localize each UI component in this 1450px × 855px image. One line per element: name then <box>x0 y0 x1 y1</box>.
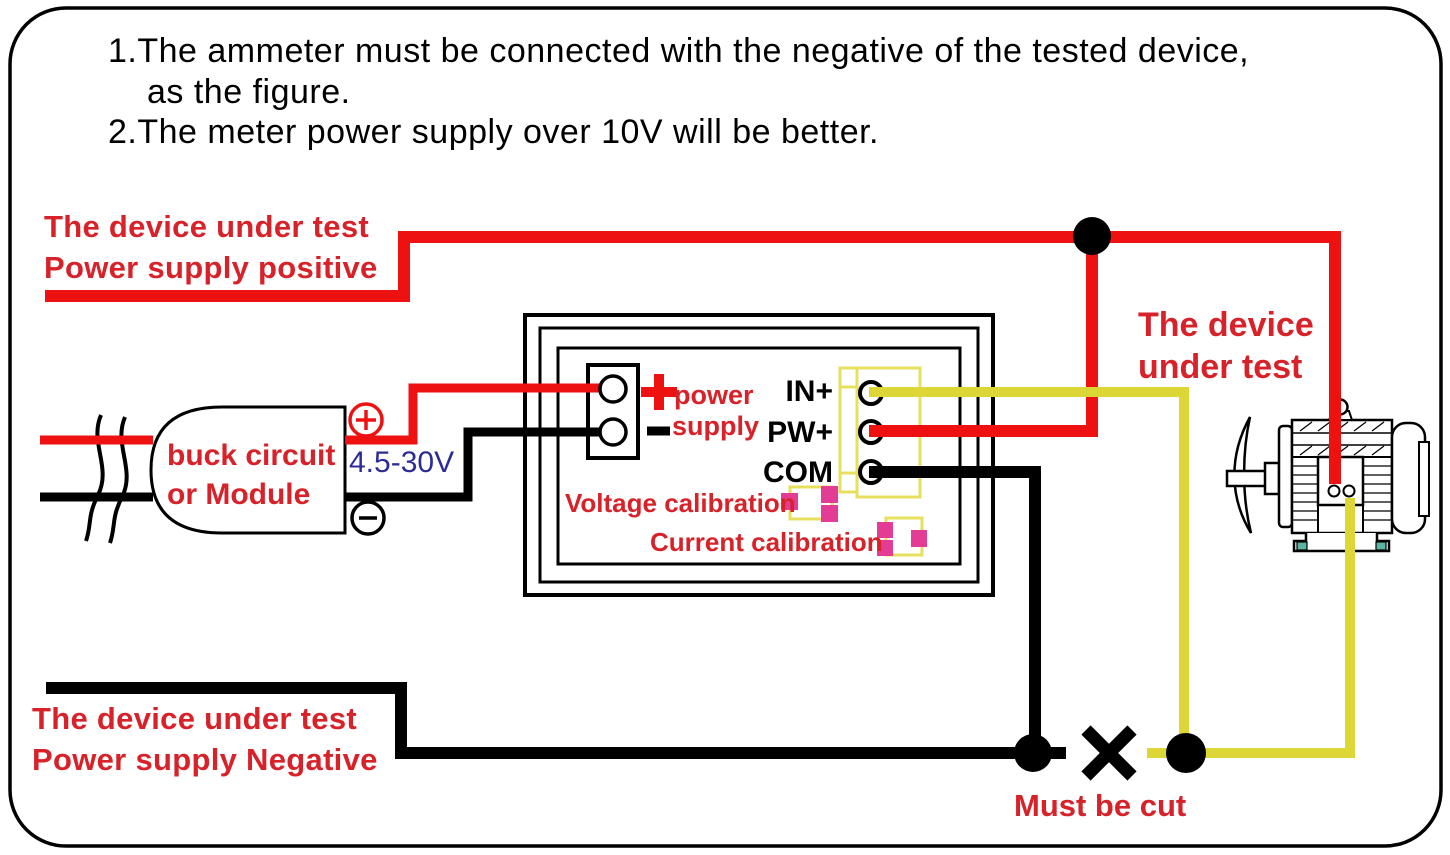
motor-foot-pad <box>1296 541 1308 551</box>
label-current-calibration: Current calibration <box>650 527 883 557</box>
wire-black-com <box>869 466 1041 753</box>
label-device-line2: under test <box>1138 348 1303 386</box>
label-device-line1: The device <box>1138 306 1314 344</box>
junction-dot <box>1014 734 1052 772</box>
instruction-line-1: 1.The ammeter must be connected with the… <box>108 32 1250 70</box>
label-top-left-line2: Power supply positive <box>44 250 378 285</box>
motor-hub <box>1263 461 1281 496</box>
power-plus-symbol <box>641 374 677 410</box>
wire-red-buck-to-meter <box>345 383 602 445</box>
wire-red-pw-branch <box>869 237 1098 437</box>
label-buck-module: buck circuit or Module <box>167 436 335 514</box>
buck-negative-symbol <box>350 500 386 536</box>
label-supply: supply <box>672 411 760 441</box>
label-bottom-left-line2: Power supply Negative <box>32 742 378 777</box>
motor-terminal-circle <box>1327 484 1341 498</box>
calibration-jumper-pad <box>821 486 838 503</box>
cut-mark-x-icon <box>1081 725 1137 781</box>
buck-positive-symbol <box>348 402 384 438</box>
label-top-left-line1: The device under test <box>44 209 370 244</box>
label-bottom-left: The device under test Power supply Negat… <box>32 698 378 780</box>
calibration-jumper-pad <box>781 493 798 510</box>
wire-red-positive-main <box>45 231 1341 484</box>
label-must-be-cut: Must be cut <box>1014 788 1187 823</box>
power-terminal-circle-minus <box>598 417 628 447</box>
wire-black-negative-loop <box>46 682 1066 759</box>
wire-yellow-in-plus <box>869 387 1189 753</box>
calibration-jumper-pad <box>877 522 893 538</box>
calibration-jumper-pad <box>877 540 893 556</box>
label-voltage-calibration: Voltage calibration <box>565 488 796 518</box>
meter-inner-box <box>556 346 962 566</box>
junction-dot <box>1166 733 1206 773</box>
motor-foot-pad <box>1375 541 1387 551</box>
label-bottom-left-line1: The device under test <box>32 701 358 736</box>
motor-front-plate <box>1277 424 1294 529</box>
motor-terminal-circle <box>1342 484 1356 498</box>
label-power: power <box>674 380 754 410</box>
wire-black-buck-to-meter <box>345 427 602 502</box>
calibration-jumper-pad <box>821 505 838 522</box>
calibration-jumper-pad <box>911 530 927 547</box>
label-top-left: The device under test Power supply posit… <box>44 206 378 288</box>
instruction-line-2: as the figure. <box>147 73 351 111</box>
label-buck-line2: or Module <box>167 478 311 511</box>
meter-middle-box <box>538 326 980 584</box>
label-terminal-com: COM <box>763 456 833 489</box>
junction-dot <box>1073 217 1111 255</box>
wire-yellow-to-motor <box>1147 498 1355 758</box>
label-buck-line1: buck circuit <box>167 439 336 472</box>
motor-end-ridge <box>1418 441 1430 517</box>
buck-module-box <box>149 405 347 535</box>
label-device-under-test: The device under test <box>1138 304 1314 388</box>
motor-icon <box>1225 398 1430 553</box>
power-terminal-circle-plus <box>598 374 628 404</box>
label-terminal-in-plus: IN+ <box>785 375 833 408</box>
motor-base <box>1292 533 1391 553</box>
instruction-line-3: 2.The meter power supply over 10V will b… <box>108 113 879 151</box>
break-squiggle-icon <box>84 414 105 542</box>
diagram-border <box>8 6 1443 848</box>
label-voltage-range: 4.5-30V <box>349 446 455 479</box>
label-terminal-pw-plus: PW+ <box>767 416 833 449</box>
